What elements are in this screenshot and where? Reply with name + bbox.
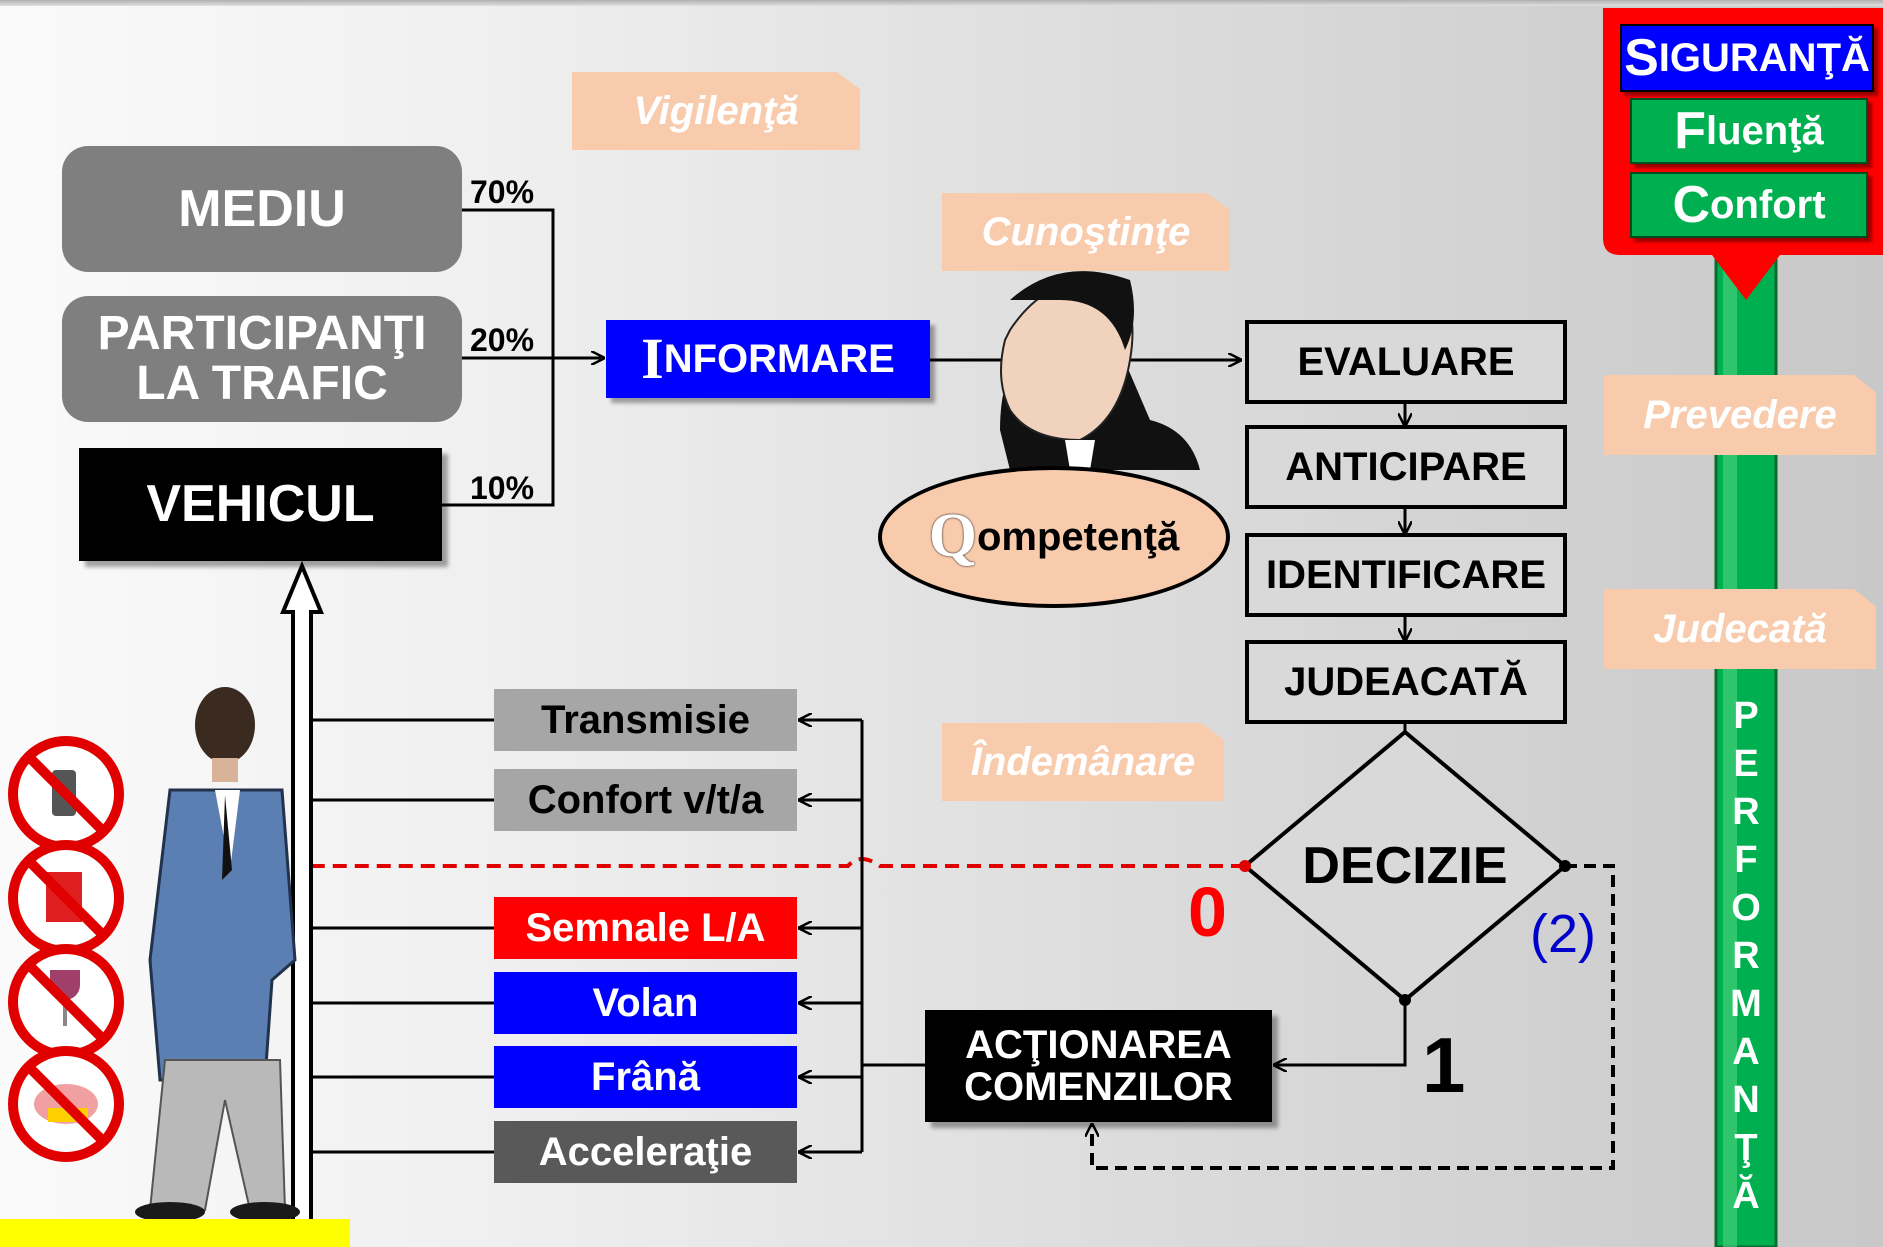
output-1-line	[1275, 1000, 1407, 1065]
driver-figure	[135, 687, 300, 1222]
performanta-letter: P	[1733, 695, 1759, 737]
informare-initial: I	[641, 325, 664, 391]
decision-output-2: (2)	[1530, 904, 1596, 964]
step-judeacata-label: JUDEACATĂ	[1284, 660, 1528, 704]
source-vehicul-label: VEHICUL	[146, 475, 375, 534]
control-acceleratie: Acceleraţie	[494, 1121, 797, 1183]
decision-label: DECIZIE	[1302, 836, 1508, 895]
output-0-dashed-line	[300, 857, 1245, 868]
tag-indemanare: Îndemânare	[942, 723, 1224, 801]
control-transmisie: Transmisie	[494, 689, 797, 751]
control-confort-vta: Confort v/t/a	[494, 769, 797, 831]
legend-confort-rest: onfort	[1710, 182, 1826, 227]
performanta-letter: R	[1732, 791, 1760, 833]
tag-cunostinte: Cunoştinţe	[942, 193, 1230, 271]
control-volan-label: Volan	[592, 980, 699, 1025]
step-identificare-label: IDENTIFICARE	[1266, 553, 1546, 597]
source-participanti-line2: LA TRAFIC	[136, 357, 388, 410]
controls-to-driver	[300, 718, 494, 1154]
informare-box: I NFORMARE	[606, 320, 930, 398]
source-vehicul: VEHICUL	[79, 448, 442, 561]
tag-judecata-label: Judecată	[1653, 606, 1827, 651]
performanta-letter: R	[1732, 935, 1760, 977]
source-mediu-label: MEDIU	[178, 179, 346, 238]
competenta-rest: ompetenţă	[976, 515, 1180, 559]
control-confort-vta-label: Confort v/t/a	[527, 777, 764, 822]
tag-judecata: Judecată	[1604, 589, 1876, 669]
step-evaluare-label: EVALUARE	[1297, 340, 1515, 384]
control-semnale-la: Semnale L/A	[494, 897, 797, 959]
control-transmisie-label: Transmisie	[540, 697, 750, 742]
control-frana-label: Frână	[591, 1054, 700, 1099]
informare-rest: NFORMARE	[663, 337, 895, 381]
performanta-letter: A	[1732, 1031, 1760, 1073]
tag-prevedere: Prevedere	[1604, 375, 1876, 455]
percent-participanti: 20%	[470, 322, 535, 358]
legend-siguranta-rest: IGURANŢĂ	[1658, 35, 1870, 80]
step-identificare: IDENTIFICARE	[1245, 533, 1567, 617]
control-semnale-la-label: Semnale L/A	[525, 905, 766, 950]
performanta-letter: Ă	[1732, 1175, 1760, 1217]
actionare-line1: ACŢIONAREA	[965, 1023, 1232, 1067]
competence-person-figure	[1000, 271, 1200, 470]
actionare-comenzilor-box: ACŢIONAREA COMENZILOR	[925, 1010, 1272, 1122]
no-cigarette-icon	[8, 840, 124, 956]
competenta-ellipse: Q ompetenţă	[878, 466, 1230, 608]
performanta-letter: N	[1732, 1079, 1760, 1121]
source-mediu: MEDIU	[62, 146, 462, 272]
legend-confort-initial: C	[1672, 176, 1711, 234]
no-phone-icon	[8, 736, 124, 852]
step-judeacata: JUDEACATĂ	[1245, 640, 1567, 724]
step-anticipare: ANTICIPARE	[1245, 425, 1567, 509]
tag-vigilenta: Vigilenţă	[572, 72, 860, 150]
output-2-dashed-line	[1092, 864, 1615, 1170]
control-frana: Frână	[494, 1046, 797, 1108]
performanta-letter: M	[1730, 983, 1762, 1025]
source-participanti-line1: PARTICIPANŢI	[97, 306, 427, 360]
tag-cunostinte-label: Cunoştinţe	[981, 209, 1191, 254]
percent-vehicul: 10%	[470, 470, 535, 506]
actionare-line2: COMENZILOR	[964, 1065, 1233, 1109]
performanta-letter: Ţ	[1734, 1127, 1758, 1169]
top-border	[0, 0, 1883, 6]
source-connectors	[442, 208, 603, 507]
step-anticipare-label: ANTICIPARE	[1285, 445, 1527, 489]
percent-mediu: 70%	[470, 174, 535, 210]
control-acceleratie-label: Acceleraţie	[538, 1129, 753, 1174]
actionare-to-controls	[800, 720, 925, 1152]
performanta-label: P E R F O R M A N Ţ Ă	[1716, 692, 1776, 1220]
legend-fluenta-initial: F	[1674, 102, 1706, 160]
decision-output-1: 1	[1422, 1021, 1466, 1109]
performanta-letter: O	[1731, 887, 1761, 929]
performanta-letter: E	[1733, 743, 1759, 785]
control-volan: Volan	[494, 972, 797, 1034]
competenta-initial: Q	[928, 502, 977, 571]
legend-fluenta-rest: luenţă	[1705, 108, 1824, 153]
no-alcohol-icon	[8, 944, 124, 1060]
driver-to-vehicul-arrow	[280, 560, 324, 1247]
decision-output-0: 0	[1188, 873, 1227, 951]
no-cake-icon	[8, 1046, 124, 1162]
tag-vigilenta-label: Vigilenţă	[633, 88, 799, 133]
performanta-letter: F	[1734, 839, 1758, 881]
tag-indemanare-label: Îndemânare	[970, 739, 1196, 784]
legend-siguranta-initial: S	[1624, 29, 1659, 87]
tag-prevedere-label: Prevedere	[1643, 392, 1837, 437]
source-participanti: PARTICIPANŢI LA TRAFIC	[62, 296, 462, 422]
step-evaluare: EVALUARE	[1245, 320, 1567, 404]
